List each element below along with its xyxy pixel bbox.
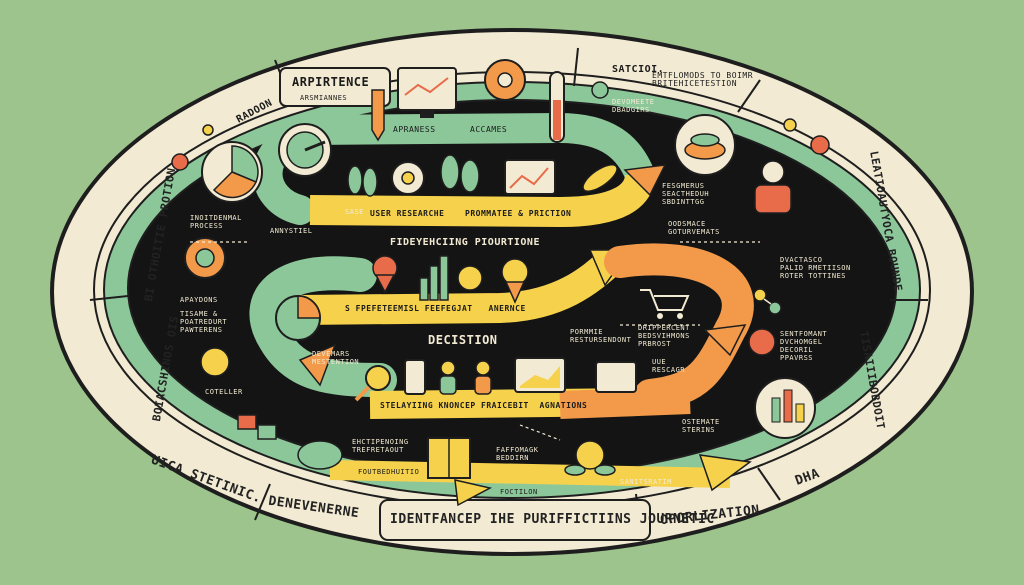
center-banner: FIDEYEHCIING PIOURTIONE [390, 237, 540, 248]
phone-icon [404, 359, 426, 395]
label-foctilon: FOCTILON [500, 488, 538, 496]
label-tisame: TISAME & POATREDURT PAWTERENS [180, 310, 228, 334]
food-bowl-icon [674, 114, 736, 176]
dashed-connectors [190, 241, 760, 441]
arrow-bottom-band [329, 460, 731, 488]
top-left-tab-label: ARPIRTENCE [292, 75, 370, 89]
label-oodsmace: OODSMACE GOTURVEMATS [668, 220, 720, 236]
top-left-tab [279, 67, 391, 107]
arrow-right-head [703, 324, 747, 357]
bottom-title-box [379, 499, 651, 541]
decision-label: DECISTION [428, 333, 498, 347]
label-ehctipending: EHCTIPENOING TREFRETAOUT [352, 438, 409, 454]
cloud-icon [297, 440, 343, 470]
label-foutbedhuitio: FOUTBEDHUITIO [358, 468, 420, 476]
person-icon-2 [474, 360, 492, 395]
label-coteller: COTELLER [205, 388, 243, 396]
box-icon [427, 437, 471, 479]
label-sanitsratim: SANITSRATIM [620, 478, 672, 486]
network-icon [753, 288, 782, 315]
label-apparness: APRANESS [393, 125, 436, 134]
leaf-icon [582, 164, 618, 192]
bar-chart-people-icon [754, 377, 816, 439]
pie-gauge-icon [201, 141, 263, 203]
badge-check-icon [748, 328, 776, 356]
label-devomete: DEVOMEETE DBADGIRS [612, 98, 655, 114]
gauge-icon [278, 123, 332, 177]
leaf-plant-icon [440, 154, 480, 193]
label-devemars: DEVEMARS MESTENTION [312, 350, 360, 366]
top-left-tab-sub: ARSMIANNES [300, 94, 348, 102]
laptop-graph-icon [514, 357, 566, 393]
arrow-right-orange-loop [604, 243, 754, 411]
label-stelaying: STELAYIING KNONCEP FRAICEBIT AGNATIONS [380, 401, 588, 410]
magnifier-icon [354, 365, 391, 402]
businessperson-icon [754, 160, 792, 214]
compass-icon [391, 161, 425, 195]
shopping-cart-icon [640, 289, 690, 319]
journey-title: IDENTFANCEP IHE PURIFFICTIINS JOURNETIC [390, 512, 715, 527]
bar-chart-icon [419, 255, 449, 301]
gear-icon [184, 237, 226, 279]
label-fpetermism: S FPEFETEEMISL FEEFEGJAT ANERNCE [345, 304, 526, 313]
label-fesgmerus: FESGMERUS SEACTHEDUH SBDINTTGG [662, 182, 710, 206]
arrow-bottom-mid-head [454, 479, 493, 507]
label-user-research: USER RESEARCHE [370, 209, 445, 218]
label-promotion: PROMMATEE & PRICTION [465, 209, 572, 218]
label-dvactasco: DVACTASCO PALID RMETIISON ROTER TOTTINES [780, 256, 851, 280]
person-icon [439, 360, 457, 395]
label-apaydons: APAYDONS [180, 296, 218, 304]
pencil-icon [371, 89, 385, 142]
lightbulb-icon [200, 347, 230, 377]
location-pin-icon [372, 255, 398, 294]
screen-icon [595, 361, 637, 393]
label-pormmie: PORMMIE RESTURSENDONT [570, 328, 632, 344]
label-accames: ACCAMES [470, 125, 508, 134]
monitor-chart-icon [397, 67, 457, 118]
blocks-icon [237, 414, 277, 440]
thermometer-icon [549, 71, 565, 143]
label-faffomagk: FAFFOMAGK BEDDIRN [496, 446, 539, 462]
arrow-mid-green-loop [249, 256, 397, 397]
label-inoitdenmal: INOITDENMAL PROCESS [190, 214, 242, 230]
arrow-top-head [623, 164, 667, 197]
top-right-ring-label: EMTFLOMODS TO BOIMR BRITEHICETESTION [652, 71, 754, 88]
label-annystiel: ANNYSTIEL [270, 227, 313, 235]
arrow-lower-left-head [298, 343, 337, 387]
top-right-tab-label: SATCIOI. [612, 64, 665, 75]
label-ostemate: OSTEMATE STERINS [682, 418, 720, 434]
plant-icon [347, 165, 378, 197]
balloon-pin-icon [501, 258, 529, 304]
label-sentfomant: SENTFOMANT DVCHOMGEL DECORIL PPAVRSS [780, 330, 828, 362]
coin-icon [457, 265, 483, 291]
arrow-lower-orange [559, 386, 691, 419]
arrow-bottom-head [698, 454, 752, 492]
laptop-chart-icon [504, 159, 556, 195]
lightbulb-sprout-icon [564, 440, 616, 476]
pinwheel-icon [484, 59, 526, 101]
label-drippercent: DRIPPERCENT BEDSVIHMONS PRBROST [638, 324, 690, 348]
label-uue: UUE RESCAGR [652, 358, 686, 374]
ring-deco-dots [171, 81, 830, 171]
label-sase: SASE [345, 208, 364, 216]
pie-chart-icon [275, 295, 321, 341]
